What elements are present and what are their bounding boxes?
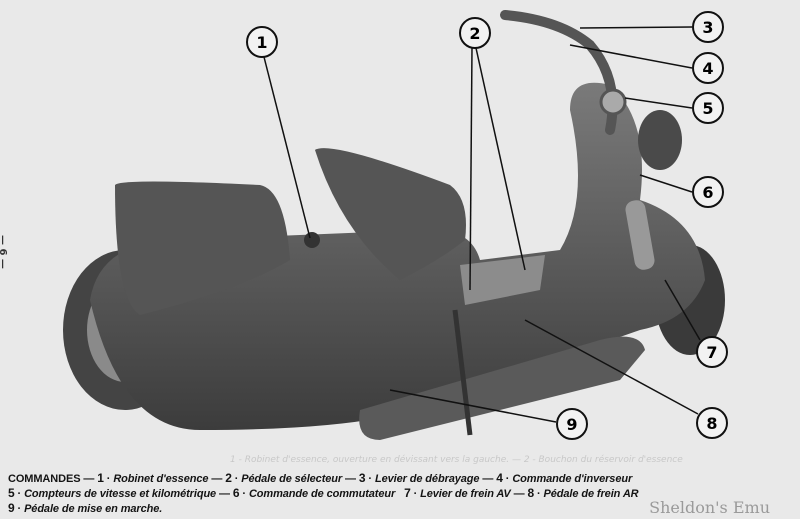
caption-line-3: 9 · Pédale de mise en marche. <box>8 501 163 515</box>
callout-markers: 1 2 3 4 5 6 7 8 9 <box>246 11 728 440</box>
callout-6: 6 <box>692 176 724 208</box>
callout-3: 3 <box>692 11 724 43</box>
fuel-tap <box>304 232 320 248</box>
rear-seat <box>115 181 290 315</box>
svg-text:8: 8 <box>706 414 717 433</box>
svg-text:1: 1 <box>256 33 267 52</box>
callout-2: 2 <box>459 17 491 49</box>
svg-text:3: 3 <box>702 18 713 37</box>
svg-text:9: 9 <box>566 415 577 434</box>
caption-line-1: COMMANDES — 1 · Robinet d'essence — 2 · … <box>8 471 633 485</box>
page-number: — 6 — <box>0 235 8 269</box>
front-seat <box>315 148 466 280</box>
callout-7: 7 <box>696 336 728 368</box>
callout-8: 8 <box>696 407 728 439</box>
caption: COMMANDES — 1 · Robinet d'essence — 2 · … <box>8 471 708 516</box>
svg-text:7: 7 <box>706 343 717 362</box>
svg-text:6: 6 <box>702 183 713 202</box>
leader-lines <box>263 26 701 423</box>
svg-text:5: 5 <box>702 99 713 118</box>
callout-4: 4 <box>692 52 724 84</box>
headlamp <box>638 110 682 170</box>
watermark: Sheldon's Emu <box>649 498 770 517</box>
callout-1: 1 <box>246 26 278 58</box>
callout-9: 9 <box>556 408 588 440</box>
callout-5: 5 <box>692 92 724 124</box>
svg-text:2: 2 <box>469 24 480 43</box>
grip <box>625 200 655 270</box>
caption-heading: COMMANDES <box>8 473 81 485</box>
kickstart <box>452 309 473 436</box>
show-through-text: 1 - Robinet d'essence, ouverture en dévi… <box>230 455 683 465</box>
svg-text:4: 4 <box>702 59 713 78</box>
speedometer <box>599 88 627 116</box>
caption-line-2: 5 · Compteurs de vitesse et kilométrique… <box>8 486 639 500</box>
floorboard <box>359 336 645 440</box>
